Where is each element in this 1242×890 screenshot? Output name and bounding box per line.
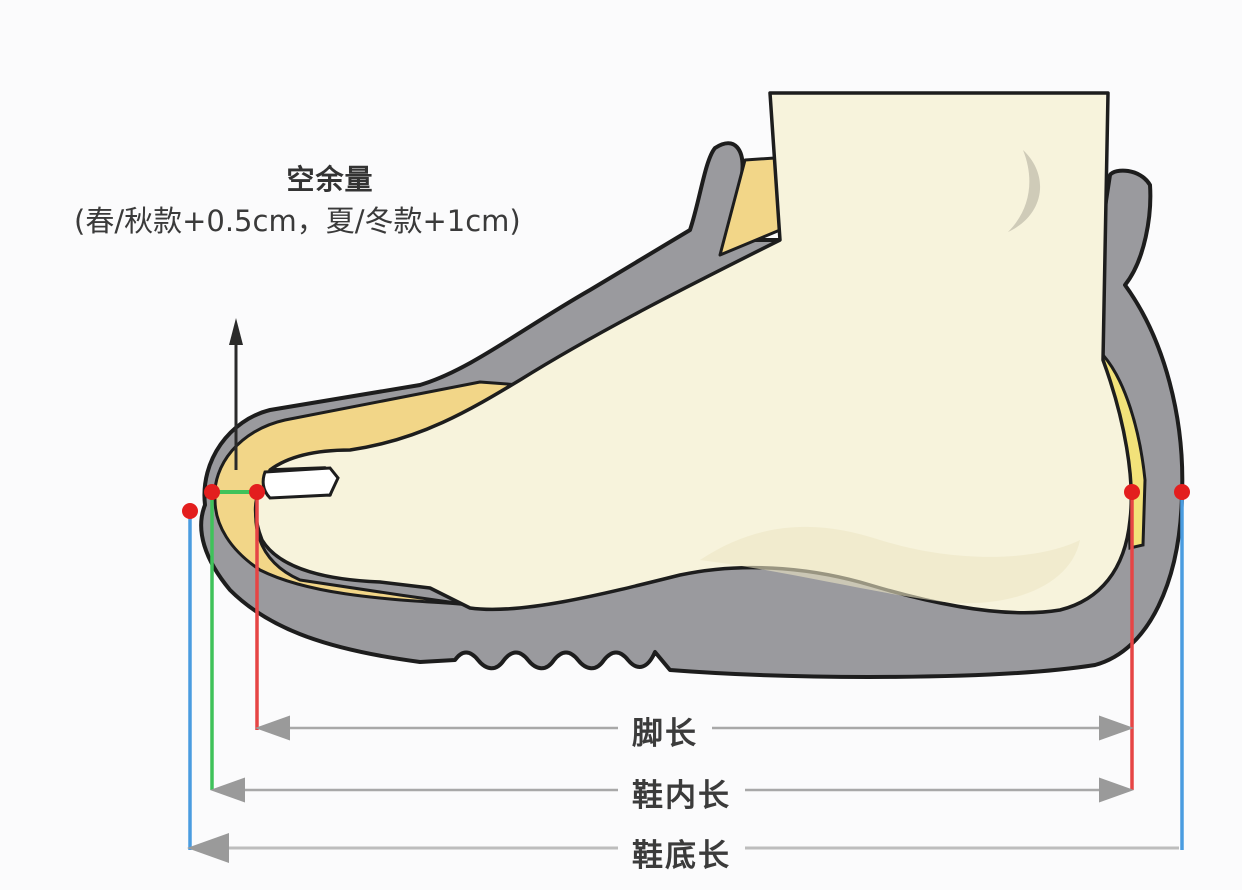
allowance-subtitle: (春/秋款+0.5cm，夏/冬款+1cm): [74, 204, 521, 238]
allowance-title: 空余量: [286, 163, 374, 196]
inner-length-label: 鞋内长: [618, 770, 745, 815]
foot: [253, 91, 1134, 615]
measurement-points: [182, 484, 1190, 519]
outsole-length-label: 鞋底长: [618, 830, 745, 875]
foot-length-label: 脚长: [618, 708, 712, 753]
allowance-arrow: [229, 318, 243, 470]
